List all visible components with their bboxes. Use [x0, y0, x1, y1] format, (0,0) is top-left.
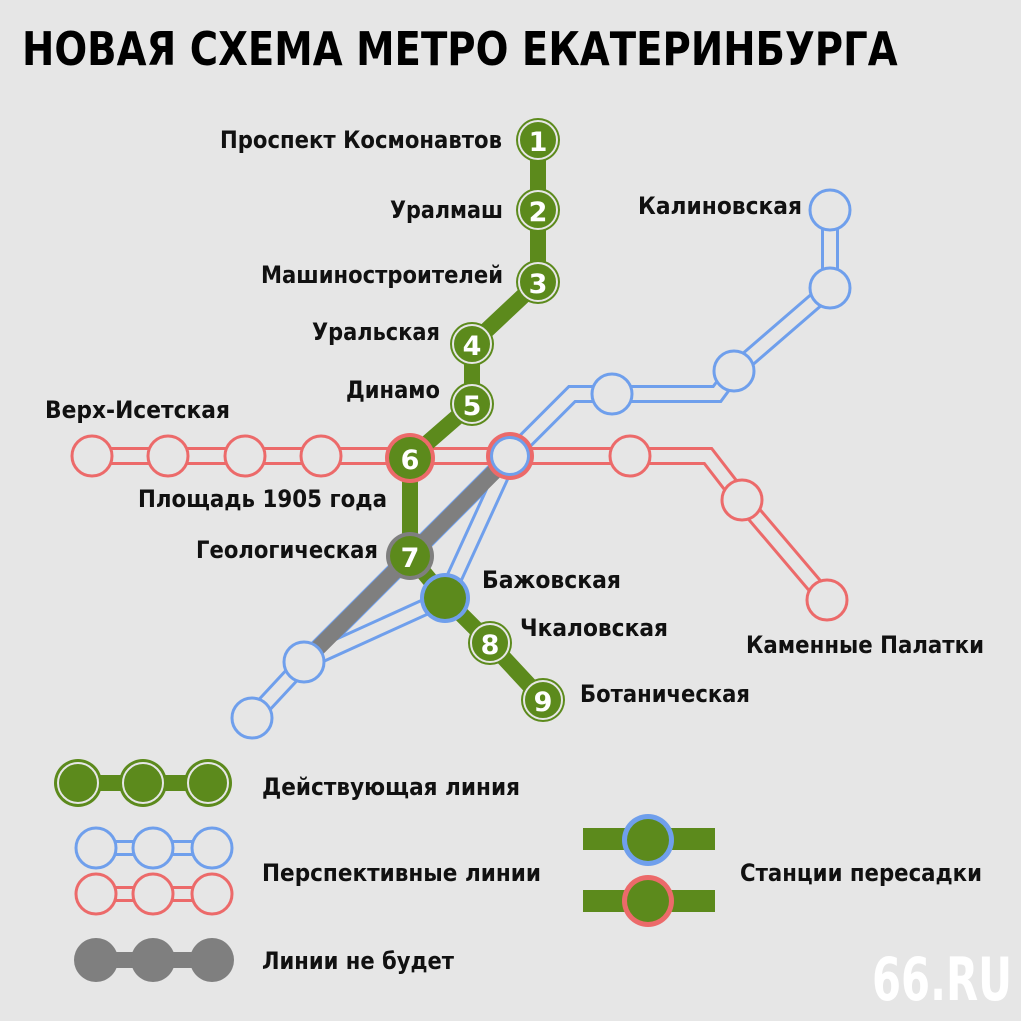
- svg-text:2: 2: [529, 197, 548, 228]
- station-7: 7: [386, 532, 434, 580]
- station-bazhovskaya: [420, 573, 470, 623]
- svg-text:4: 4: [463, 331, 482, 362]
- svg-text:5: 5: [463, 391, 482, 422]
- label-uralskaya: Уральская: [312, 318, 440, 346]
- label-dinamo: Динамо: [346, 376, 440, 404]
- legend: Действующая линия Перспективные линии Ст…: [54, 759, 982, 982]
- label-mashinostroiteley: Машиностроителей: [261, 261, 503, 289]
- station-2: 2: [516, 188, 560, 232]
- svg-text:7: 7: [401, 543, 420, 574]
- blue-station: [590, 372, 634, 416]
- station-9: 9: [521, 678, 565, 722]
- blue-station: [282, 640, 326, 684]
- station-4: 4: [450, 322, 494, 366]
- legend-planned-label: Перспективные линии: [262, 859, 541, 887]
- blue-station: [230, 696, 274, 740]
- blue-station: [712, 349, 756, 393]
- svg-text:1: 1: [529, 127, 548, 158]
- red-station: [223, 434, 267, 478]
- red-station: [608, 434, 652, 478]
- blue-station-kalinovskaya: [808, 188, 852, 232]
- red-station: [720, 478, 764, 522]
- red-station-kamennye-palatki: [805, 578, 849, 622]
- svg-text:6: 6: [401, 445, 420, 476]
- svg-text:8: 8: [481, 630, 500, 661]
- green-line: [402, 140, 549, 706]
- station-1: 1: [516, 118, 560, 162]
- legend-operating-symbol: [54, 759, 232, 807]
- station-3: 3: [516, 260, 560, 304]
- transfer-station-blue-red: [486, 432, 534, 480]
- red-station: [70, 434, 114, 478]
- label-verkh-isetskaya: Верх-Исетская: [45, 396, 230, 424]
- red-station: [146, 434, 190, 478]
- legend-cancelled-label: Линии не будет: [262, 947, 454, 975]
- label-geologicheskaya: Геологическая: [196, 536, 378, 564]
- legend-planned-red-symbol: [74, 872, 234, 916]
- legend-cancelled-symbol: [74, 938, 234, 982]
- logo-66ru: 66.RU: [872, 945, 1012, 1015]
- station-6: 6: [385, 433, 435, 483]
- label-kalinovskaya: Калиновская: [638, 192, 802, 220]
- label-ploshchad-1905: Площадь 1905 года: [138, 485, 387, 513]
- red-station: [299, 434, 343, 478]
- label-botanicheskaya: Ботаническая: [580, 680, 750, 708]
- legend-planned-blue-symbol: [74, 826, 234, 870]
- legend-transfer-label: Станции пересадки: [740, 859, 982, 887]
- svg-text:3: 3: [529, 269, 548, 300]
- legend-transfer-blue-symbol: [583, 814, 715, 866]
- label-prospekt-kosmonavtov: Проспект Космонавтов: [220, 126, 502, 154]
- legend-transfer-red-symbol: [583, 875, 715, 927]
- legend-operating-label: Действующая линия: [262, 773, 520, 801]
- blue-station: [808, 266, 852, 310]
- page-title: НОВАЯ СХЕМА МЕТРО ЕКАТЕРИНБУРГА: [22, 22, 898, 76]
- svg-text:9: 9: [534, 687, 553, 718]
- label-bazhovskaya: Бажовская: [482, 566, 621, 594]
- station-5: 5: [450, 382, 494, 426]
- label-kamennye-palatki: Каменные Палатки: [746, 631, 984, 659]
- station-8: 8: [468, 621, 512, 665]
- label-uralmash: Уралмаш: [390, 196, 503, 224]
- label-chkalovskaya: Чкаловская: [520, 614, 668, 642]
